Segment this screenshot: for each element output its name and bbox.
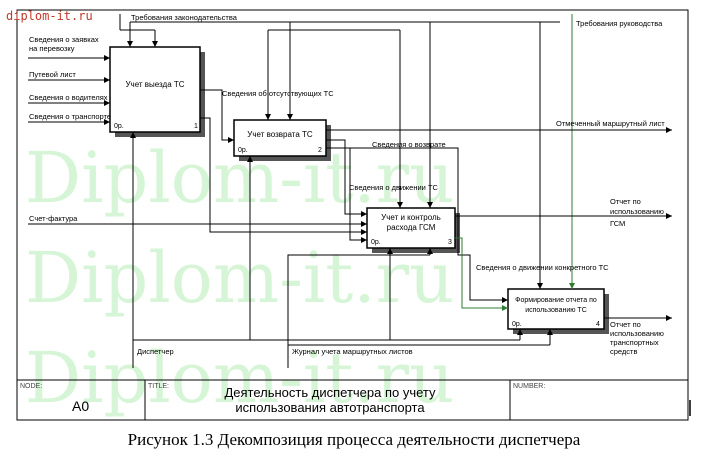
box-2-title: Учет возврата ТС xyxy=(247,130,313,139)
label-marked-waybill: Отмеченный маршрутный лист xyxy=(556,119,665,128)
box-2-cost: 0р. xyxy=(238,147,248,154)
box-1-cost: 0р. xyxy=(114,123,124,130)
arrow-box1-box3[interactable] xyxy=(200,117,367,235)
label-waybill: Путевой лист xyxy=(29,70,76,79)
label-vehicle: Сведения о транспорте xyxy=(29,112,111,121)
footer-title-label: TITLE: xyxy=(148,383,169,390)
watermark-line-3: Diplom-it.ru xyxy=(25,337,454,419)
label-requests-line-2: на перевозку xyxy=(29,44,75,53)
box-3-number: 3 xyxy=(448,239,452,246)
arrow-movement[interactable] xyxy=(326,139,367,217)
watermark-site-tag: diplom-it.ru xyxy=(6,9,93,23)
label-journal: Журнал учета маршрутных листов xyxy=(292,347,413,356)
label-drivers: Сведения о водителях xyxy=(29,93,108,102)
label-vehicle-report-line-1: Отчет по xyxy=(610,320,641,329)
activity-box-1[interactable] xyxy=(109,46,201,133)
arrow-return[interactable] xyxy=(326,147,508,303)
activity-box-4[interactable] xyxy=(507,288,605,330)
control-arrows xyxy=(119,14,575,289)
label-vehicle-report-line-4: средств xyxy=(610,347,637,356)
label-absent: Сведения об отсутствующих ТС xyxy=(222,89,334,98)
footer-node-value: A0 xyxy=(72,398,89,414)
box-3-title-line-1: Учет и контроль xyxy=(381,213,441,222)
activity-box-2[interactable] xyxy=(233,119,327,157)
label-vehicle-report-line-3: транспортных xyxy=(610,338,659,347)
label-law: Требования законодательства xyxy=(131,13,238,22)
figure-caption: Рисунок 1.3 Декомпозиция процесса деятел… xyxy=(128,430,581,449)
label-fuel-report-line-1: Отчет по xyxy=(610,197,641,206)
label-fuel-report-line-2: использованию xyxy=(610,207,664,216)
footer-title-line-1: Деятельность диспетчера по учету xyxy=(224,385,436,400)
arrow-box2-box3-b[interactable] xyxy=(349,148,367,243)
arrow-journal-bus xyxy=(287,254,430,368)
arrow-absent[interactable] xyxy=(200,89,234,143)
box-4-number: 4 xyxy=(596,321,600,328)
label-vehicle-report-line-2: использованию xyxy=(610,329,664,338)
box-3-title-line-2: расхода ГСМ xyxy=(387,223,436,232)
output-arrows xyxy=(326,127,672,321)
footer-number-label: NUMBER: xyxy=(513,383,545,390)
input-arrows xyxy=(28,55,367,227)
box-4-cost: 0р. xyxy=(512,321,522,328)
mechanism-arrows xyxy=(130,132,553,368)
footer-title-line-2: использования автотранспорта xyxy=(235,400,425,415)
label-dispatcher: Диспетчер xyxy=(137,347,174,356)
footer-block xyxy=(17,379,691,420)
box-3-cost: 0р. xyxy=(371,239,381,246)
label-management: Требования руководства xyxy=(576,19,663,28)
label-invoice: Счет-фактура xyxy=(29,214,78,223)
label-return: Сведения о возврате xyxy=(372,140,446,149)
internal-arrows xyxy=(200,89,508,311)
footer-node-label: NODE: xyxy=(20,383,42,390)
label-requests-line-1: Сведения о заявках xyxy=(29,35,99,44)
label-movement-specific: Сведения о движении конкретного ТС xyxy=(476,263,609,272)
box-4-title-line-1: Формирование отчета по xyxy=(515,297,597,304)
label-fuel-report-line-3: ГСМ xyxy=(610,219,625,228)
box-1-number: 1 xyxy=(194,123,198,130)
box-2-number: 2 xyxy=(318,147,322,154)
box-4-title-line-2: использованию ТС xyxy=(525,307,587,314)
activity-box-3[interactable] xyxy=(366,207,456,249)
label-movement: Сведения о движении ТС xyxy=(349,183,439,192)
arrow-movement-specific[interactable] xyxy=(455,237,508,311)
box-1-title: Учет выезда ТС xyxy=(125,80,184,89)
